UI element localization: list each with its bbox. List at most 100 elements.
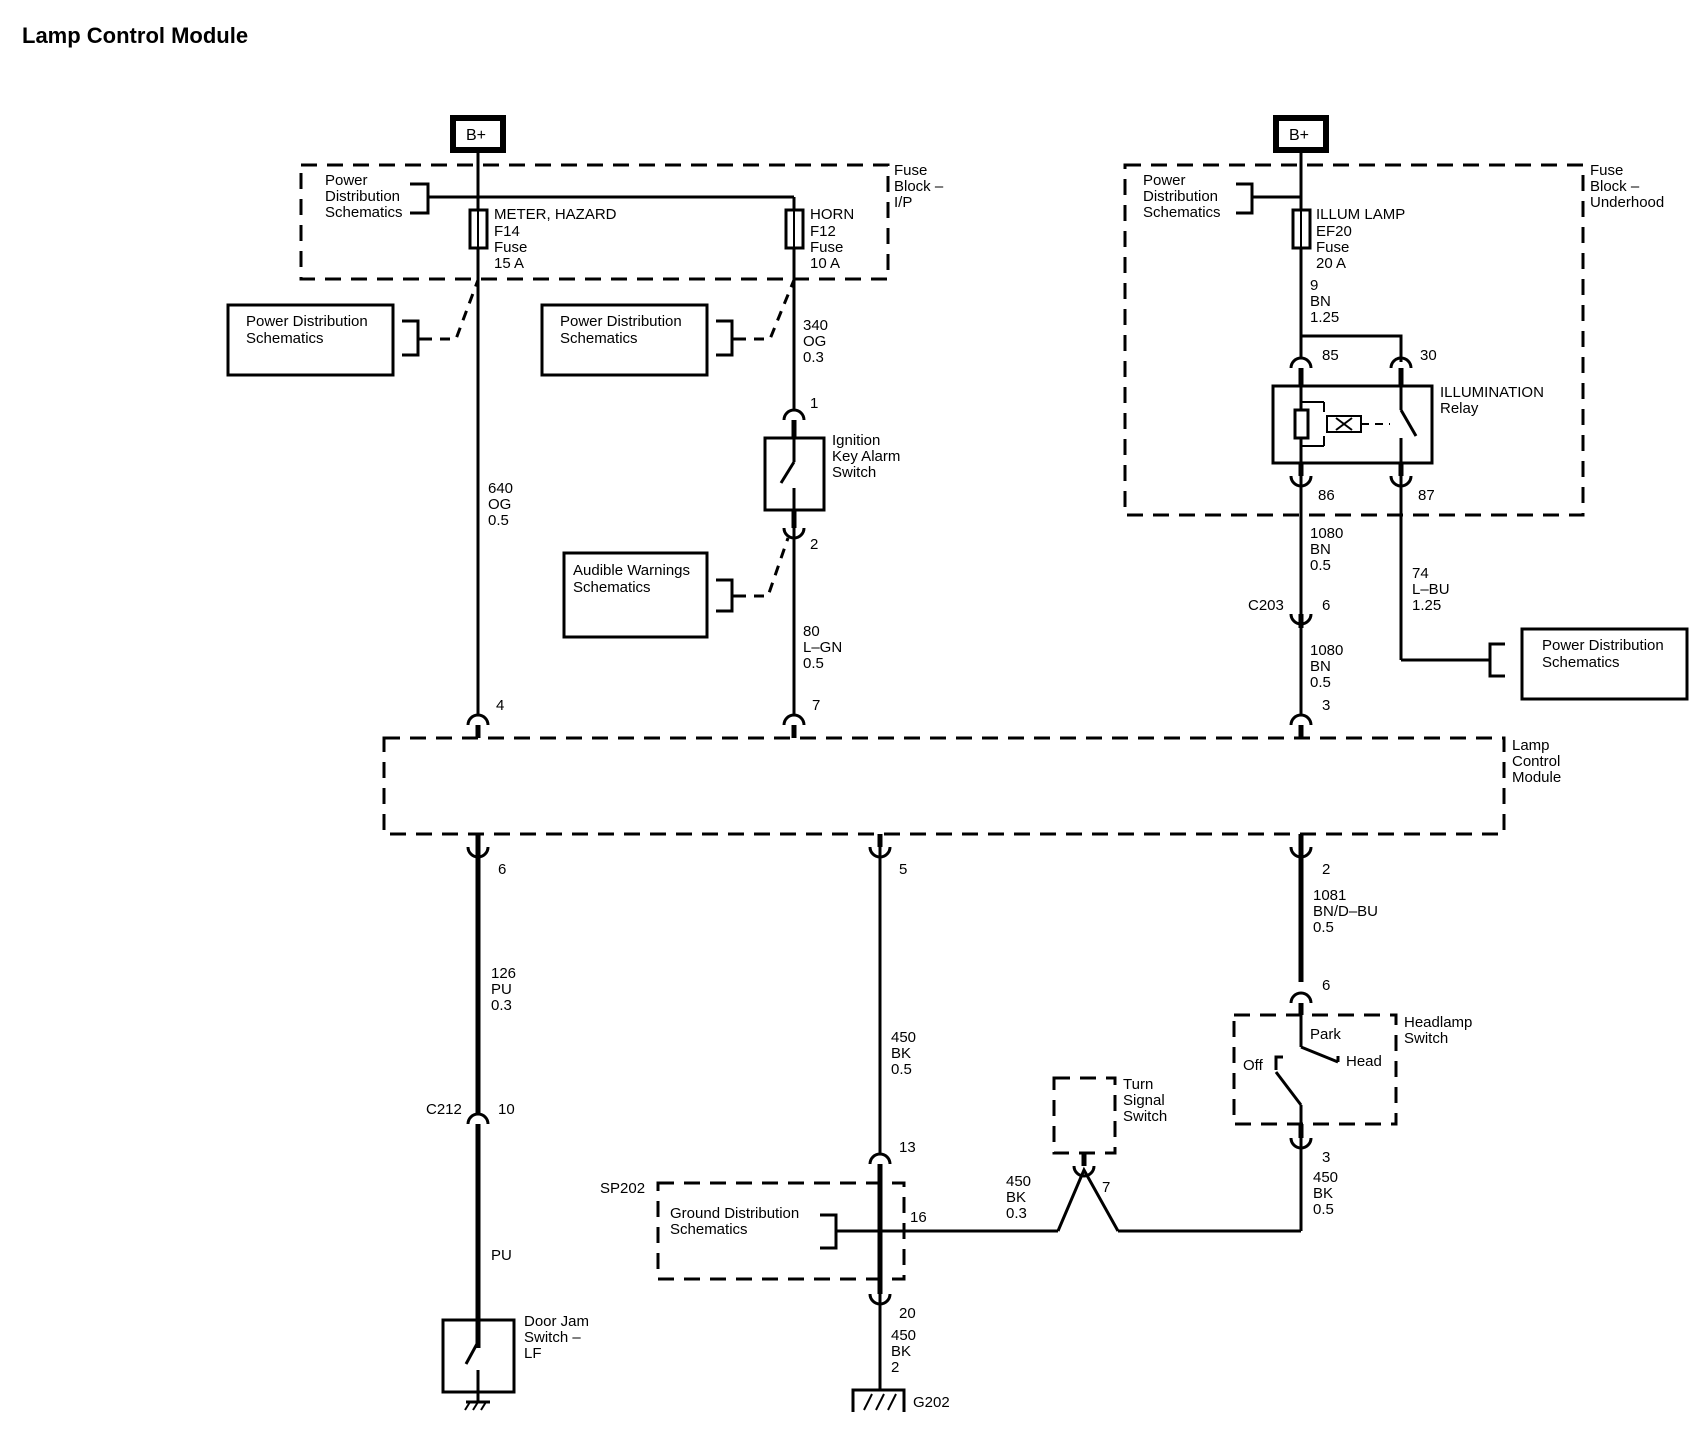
- svg-text:3: 3: [1322, 697, 1330, 714]
- ground-g202: [851, 1388, 906, 1412]
- wire-126-label: 126 PU 0.3: [491, 965, 516, 1014]
- svg-text:0.3: 0.3: [1006, 1205, 1027, 1222]
- svg-text:Switch: Switch: [832, 464, 876, 481]
- power-distribution-box-1: Power Distribution Schematics: [226, 303, 395, 377]
- svg-text:Lamp: Lamp: [1512, 737, 1550, 754]
- svg-text:0.5: 0.5: [1310, 674, 1331, 691]
- svg-text:BN: BN: [1310, 541, 1331, 558]
- lamp-control-module-label: Lamp Control Module: [1512, 737, 1561, 786]
- svg-text:450: 450: [891, 1327, 916, 1344]
- svg-text:13: 13: [899, 1139, 916, 1156]
- fuse-f14: METER, HAZARD F14 Fuse 15 A: [468, 206, 617, 272]
- power-distribution-box-3: Power Distribution Schematics: [1520, 627, 1689, 701]
- svg-text:450: 450: [1006, 1173, 1031, 1190]
- b-plus-left: B+: [450, 115, 506, 153]
- svg-text:4: 4: [496, 697, 504, 714]
- svg-text:Module: Module: [1512, 769, 1561, 786]
- fuse-block-ip-label: Fuse Block – I/P: [894, 162, 944, 211]
- wire-1081-label: 1081 BN/D–BU 0.5: [1313, 887, 1378, 936]
- svg-text:340: 340: [803, 317, 828, 334]
- power-distribution-ref-underhood: Power Distribution Schematics: [1143, 172, 1221, 221]
- connector-c212: C212: [426, 1101, 462, 1118]
- svg-text:Distribution: Distribution: [325, 188, 400, 205]
- door-jam-switch-lf: [441, 1318, 516, 1411]
- svg-text:Power Distribution: Power Distribution: [560, 313, 682, 330]
- wire-80-label: 80 L–GN 0.5: [803, 623, 842, 672]
- svg-text:Ignition: Ignition: [832, 432, 880, 449]
- svg-text:16: 16: [910, 1209, 927, 1226]
- wire-1080a-label: 1080 BN 0.5: [1310, 525, 1343, 574]
- svg-text:Park: Park: [1310, 1026, 1341, 1043]
- svg-text:Signal: Signal: [1123, 1092, 1165, 1109]
- svg-text:Switch: Switch: [1123, 1108, 1167, 1125]
- svg-text:ILLUMINATION: ILLUMINATION: [1440, 384, 1544, 401]
- splice-sp202-label: SP202: [600, 1180, 645, 1197]
- svg-text:450: 450: [891, 1029, 916, 1046]
- svg-text:1.25: 1.25: [1412, 597, 1441, 614]
- headlamp-switch-contacts: Park Off Head: [1243, 1015, 1382, 1124]
- svg-text:87: 87: [1418, 487, 1435, 504]
- wire-1080b-label: 1080 BN 0.5: [1310, 642, 1343, 691]
- audible-warnings-box: Audible Warnings Schematics: [562, 551, 709, 639]
- svg-text:0.3: 0.3: [803, 349, 824, 366]
- turn-signal-switch: [1052, 1076, 1117, 1155]
- b-plus-right: B+: [1273, 115, 1329, 153]
- fuse-block-ip: [299, 163, 890, 281]
- svg-text:Ground Distribution: Ground Distribution: [670, 1205, 799, 1222]
- ground-distribution-ref: Ground Distribution Schematics: [670, 1205, 799, 1238]
- svg-text:0.5: 0.5: [1313, 919, 1334, 936]
- fuse-block-underhood: [1123, 163, 1585, 517]
- svg-text:Schematics: Schematics: [1143, 204, 1221, 221]
- svg-text:Schematics: Schematics: [246, 330, 324, 347]
- svg-text:L–BU: L–BU: [1412, 581, 1450, 598]
- svg-text:F12: F12: [810, 223, 836, 240]
- svg-text:10 A: 10 A: [810, 255, 840, 272]
- svg-text:1080: 1080: [1310, 642, 1343, 659]
- headlamp-switch: [1232, 1013, 1398, 1126]
- wire-450a-label: 450 BK 0.5: [891, 1029, 916, 1078]
- svg-text:10: 10: [498, 1101, 515, 1118]
- svg-text:80: 80: [803, 623, 820, 640]
- svg-text:PU: PU: [491, 981, 512, 998]
- ignition-key-alarm-switch: [763, 436, 826, 512]
- svg-text:6: 6: [1322, 597, 1330, 614]
- svg-text:B+: B+: [1289, 127, 1309, 144]
- svg-text:1.25: 1.25: [1310, 309, 1339, 326]
- svg-text:86: 86: [1318, 487, 1335, 504]
- svg-text:Door Jam: Door Jam: [524, 1313, 589, 1330]
- ignition-key-alarm-label: Ignition Key Alarm Switch: [832, 432, 900, 481]
- svg-text:1081: 1081: [1313, 887, 1346, 904]
- fuse-ef20: ILLUM LAMP EF20 Fuse 20 A: [1291, 206, 1405, 272]
- svg-text:BN: BN: [1310, 658, 1331, 675]
- turn-signal-label: Turn Signal Switch: [1123, 1076, 1167, 1125]
- svg-text:20: 20: [899, 1305, 916, 1322]
- svg-text:0.3: 0.3: [491, 997, 512, 1014]
- svg-text:640: 640: [488, 480, 513, 497]
- lamp-control-module: [382, 736, 1506, 836]
- svg-text:1: 1: [810, 395, 818, 412]
- svg-text:HORN: HORN: [810, 206, 854, 223]
- svg-text:Fuse: Fuse: [494, 239, 527, 256]
- wire-640-label: 640 OG 0.5: [488, 480, 513, 529]
- svg-text:2: 2: [1322, 861, 1330, 878]
- svg-text:Key Alarm: Key Alarm: [832, 448, 900, 465]
- svg-text:Underhood: Underhood: [1590, 194, 1664, 211]
- fuse-f12: HORN F12 Fuse 10 A: [784, 206, 854, 272]
- svg-text:Power: Power: [1143, 172, 1186, 189]
- svg-text:74: 74: [1412, 565, 1429, 582]
- svg-text:15 A: 15 A: [494, 255, 524, 272]
- svg-text:2: 2: [891, 1359, 899, 1376]
- power-distribution-box-2: Power Distribution Schematics: [540, 303, 709, 377]
- svg-text:Switch: Switch: [1404, 1030, 1448, 1047]
- svg-text:0.5: 0.5: [1313, 1201, 1334, 1218]
- svg-text:ILLUM LAMP: ILLUM LAMP: [1316, 206, 1405, 223]
- wire-450b-label: 450 BK 0.3: [1006, 1173, 1031, 1222]
- illumination-relay-label: ILLUMINATION Relay: [1440, 384, 1544, 417]
- svg-text:Head: Head: [1346, 1053, 1382, 1070]
- svg-text:Schematics: Schematics: [573, 579, 651, 596]
- svg-text:Block –: Block –: [894, 178, 944, 195]
- svg-text:Schematics: Schematics: [560, 330, 638, 347]
- svg-text:METER, HAZARD: METER, HAZARD: [494, 206, 617, 223]
- svg-text:LF: LF: [524, 1345, 542, 1362]
